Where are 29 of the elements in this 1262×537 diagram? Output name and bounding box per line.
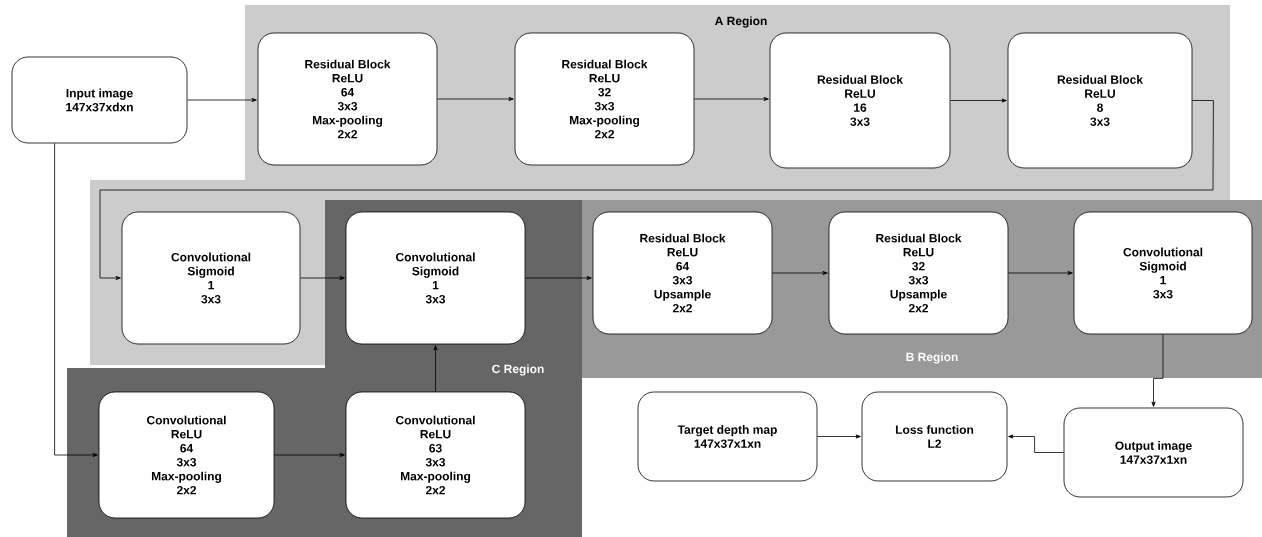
layer-box: Convolutional ReLU 64 3x3 Max-pooling 2x2: [98, 391, 275, 519]
layer-box: Residual Block ReLU 64 3x3 Max-pooling 2x2: [257, 32, 438, 166]
layer-box: Convolutional ReLU 63 3x3 Max-pooling 2x2: [345, 391, 526, 519]
arrow: [525, 276, 592, 280]
arrow: [950, 98, 1007, 103]
layer-box: Loss function L2: [861, 391, 1008, 482]
arrow: [772, 271, 828, 275]
arrow: [187, 97, 257, 102]
arrow: [817, 434, 861, 439]
layer-box: Residual Block ReLU 32 3x3 Upsample 2x2: [828, 211, 1009, 335]
layer-box: Residual Block ReLU 64 3x3 Upsample 2x2: [592, 211, 773, 335]
layer-box: Input image 147x37xdxn: [11, 56, 188, 144]
layer-box: Target depth map 147x37x1xn: [637, 391, 818, 482]
layer-box: Residual Block ReLU 8 3x3: [1007, 32, 1193, 169]
arrow: [300, 276, 345, 280]
layer-box: Output image 147x37x1xn: [1063, 407, 1244, 498]
arrow: [1008, 434, 1064, 453]
layer-box: Residual Block ReLU 16 3x3: [769, 32, 951, 169]
arrow: [1008, 271, 1073, 275]
arrow: [694, 97, 769, 101]
arrow: [433, 345, 438, 392]
arrow: [54, 143, 98, 457]
arrow: [437, 97, 514, 101]
arrow: [274, 453, 345, 457]
arrow: [1151, 334, 1164, 407]
layer-box: Convolutional Sigmoid 1 3x3: [121, 211, 301, 345]
layer-box: Convolutional Sigmoid 1 3x3: [1073, 211, 1253, 335]
arrow: [99, 100, 1214, 280]
layer-box: Residual Block ReLU 32 3x3 Max-pooling 2x2: [514, 32, 695, 166]
